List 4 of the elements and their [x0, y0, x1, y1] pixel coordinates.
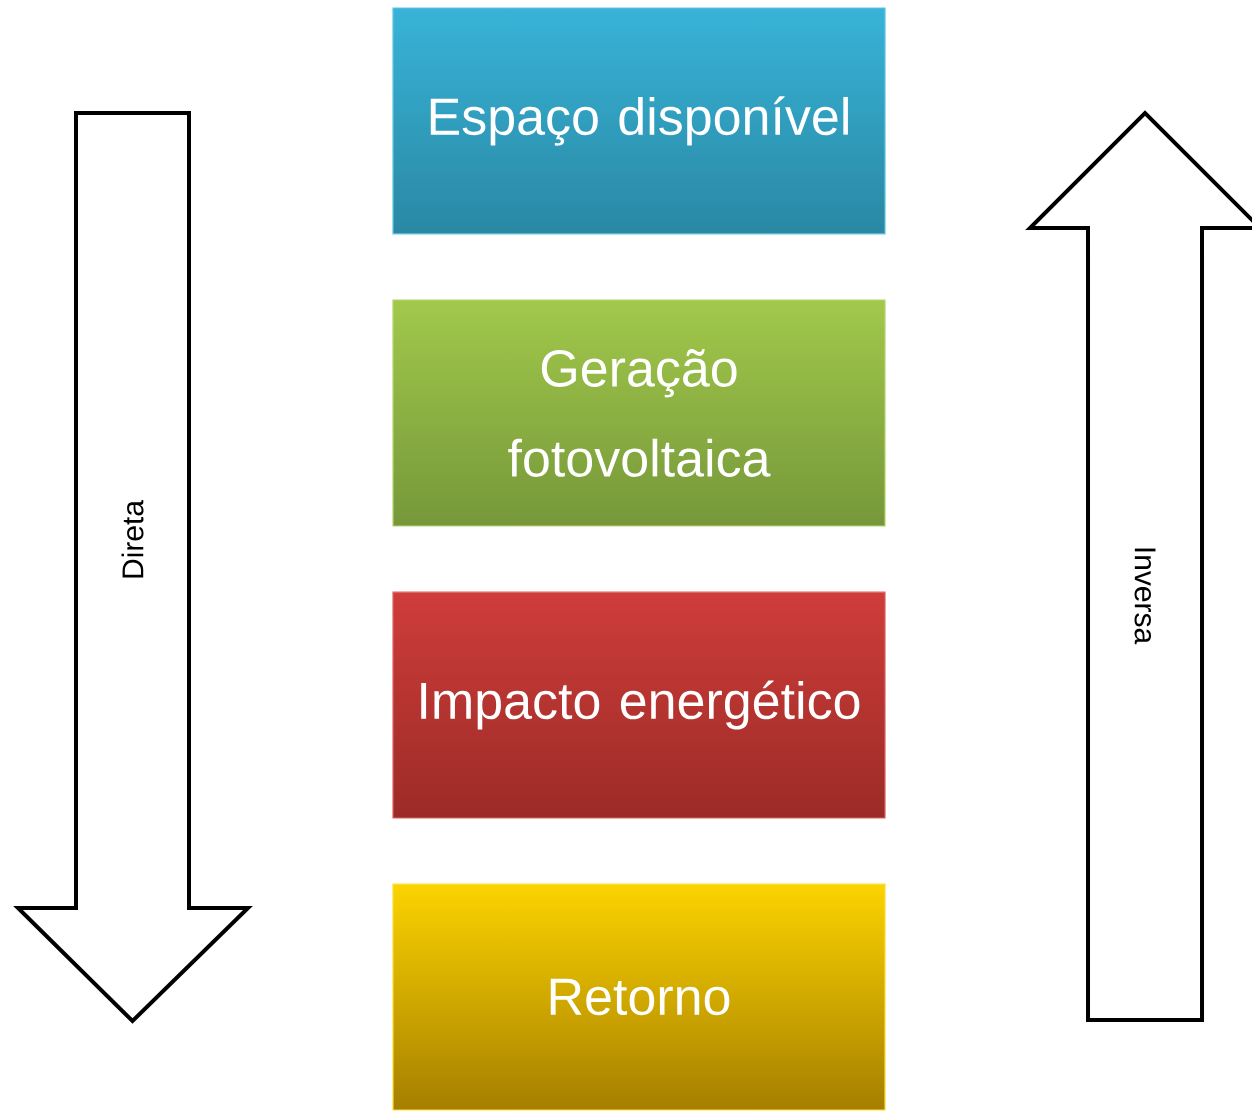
process-box: Impacto energético	[392, 591, 886, 819]
process-box: Geração fotovoltaica	[392, 299, 886, 527]
process-box: Retorno	[392, 883, 886, 1111]
process-box: Espaço disponível	[392, 7, 886, 235]
